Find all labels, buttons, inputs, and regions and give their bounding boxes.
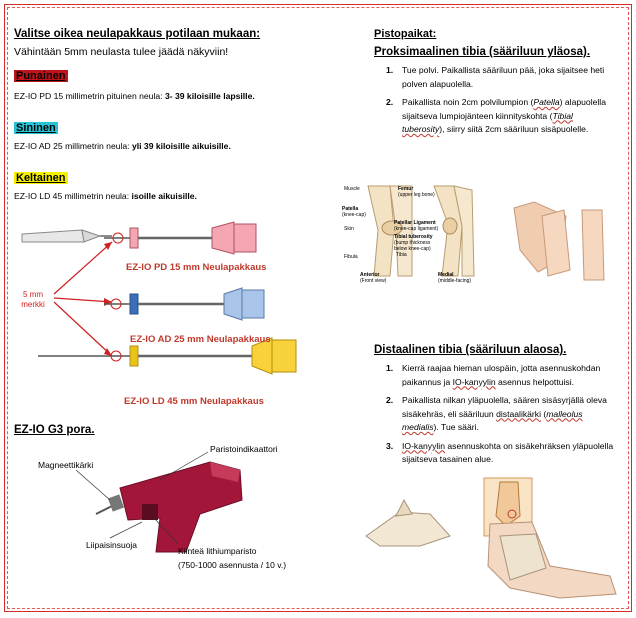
right-title: Pistopaikat:	[374, 28, 437, 40]
drill-callout-lines	[75, 451, 209, 545]
knee-label-femur: Femur(upper leg bone)	[398, 186, 435, 198]
kit-red-tag: Punainen	[14, 70, 68, 82]
ankle-anatomy-illustration	[365, 477, 617, 599]
left-subtitle: Vähintään 5mm neulasta tulee jäädä näkyv…	[14, 46, 229, 58]
knee-label-medial: Medial(middle-facing)	[438, 272, 472, 284]
label-trigger-guard: Liipaisinsuoja	[86, 540, 138, 550]
label-magnet-tip: Magneettikärki	[38, 460, 94, 470]
drill-illustration	[95, 461, 243, 553]
needle-diagram	[21, 221, 297, 375]
label-battery-indicator: Paristoindikaattori	[210, 444, 278, 454]
foot-icon	[487, 521, 617, 599]
dist-item-2: 2.Paikallista nilkan yläpuolella, säären…	[386, 395, 607, 432]
kit-label-pd: EZ-IO PD 15 mm Neulapakkaus	[126, 262, 267, 273]
prox-item-1: 1.Tue polvi. Paikallista sääriluun pää, …	[386, 65, 605, 89]
knee-side-icon	[433, 185, 475, 277]
stylet-icon	[21, 229, 112, 243]
kit-label-ld: EZ-IO LD 45 mm Neulapakkaus	[124, 396, 264, 407]
kit-label-ad: EZ-IO AD 25 mm Neulapakkaus	[130, 334, 271, 345]
knee-label-fibula: Fibula	[344, 254, 358, 260]
dist-item-3: 3.IO-kanyylin asennuskohta on sisäkehräk…	[386, 440, 614, 465]
left-title: Valitse oikea neulapakkaus potilaan muka…	[14, 28, 261, 40]
knee-label-anterior: Anterior(Front view)	[360, 272, 387, 284]
drill-icon	[95, 461, 243, 553]
knee-label-tibia: Tibia	[396, 252, 407, 258]
needle-pd-icon	[104, 221, 257, 255]
mark-label: 5 mm merkki	[21, 290, 45, 309]
kit-red-desc: EZ-IO PD 15 millimetrin pituinen neula: …	[14, 91, 255, 101]
page-border	[4, 4, 632, 612]
knee-label-patella: Patella(knee-cap)	[342, 206, 366, 218]
prox-title: Proksimaalinen tibia (sääriluun yläosa).	[374, 46, 591, 58]
knee-label-patellar-ligament: Patellar Ligament(knee-cap ligament)	[394, 220, 439, 232]
kit-blue-block: Sininen EZ-IO AD 25 millimetrin neula: y…	[14, 118, 231, 154]
dist-list: 1.Kierrä raajaa hieman ulospäin, jotta a…	[386, 362, 616, 472]
kit-yellow-tag: Keltainen	[14, 172, 68, 184]
hands-knee-icon	[541, 209, 605, 281]
ankle-bones-icon	[365, 498, 451, 547]
kit-blue-desc: EZ-IO AD 25 millimetrin neula: yli 39 ki…	[14, 141, 231, 151]
prox-list: 1.Tue polvi. Paikallista sääriluun pää, …	[386, 64, 616, 142]
knee-label-muscle: Muscle	[344, 186, 360, 192]
label-battery-1: Kiinteä lithiumparisto	[178, 546, 257, 556]
knee-label-tibial-tuberosity: Tibial tuberosity(bump thickness below k…	[394, 234, 433, 252]
drill-title: EZ-IO G3 pora.	[14, 424, 95, 436]
needle-ld-icon	[38, 337, 297, 375]
knee-label-skin: Skin	[344, 226, 354, 232]
kit-yellow-block: Keltainen EZ-IO LD 45 millimetrin neula:…	[14, 168, 197, 204]
prox-item-2: 2.Paikallista noin 2cm polvilumpion (Pat…	[386, 97, 606, 134]
knee-anatomy-illustration	[367, 185, 605, 281]
kit-red-block: Punainen EZ-IO PD 15 millimetrin pituine…	[14, 66, 255, 104]
label-battery-2: (750-1000 asennusta / 10 v.)	[178, 560, 287, 570]
dist-item-1: 1.Kierrä raajaa hieman ulospäin, jotta a…	[386, 363, 601, 387]
needle-ad-icon	[104, 287, 265, 321]
dist-title: Distaalinen tibia (sääriluun alaosa).	[374, 344, 567, 356]
knee-front-icon	[367, 185, 413, 277]
kit-yellow-desc: EZ-IO LD 45 millimetrin neula: isoille a…	[14, 191, 197, 201]
kit-blue-tag: Sininen	[14, 122, 58, 134]
